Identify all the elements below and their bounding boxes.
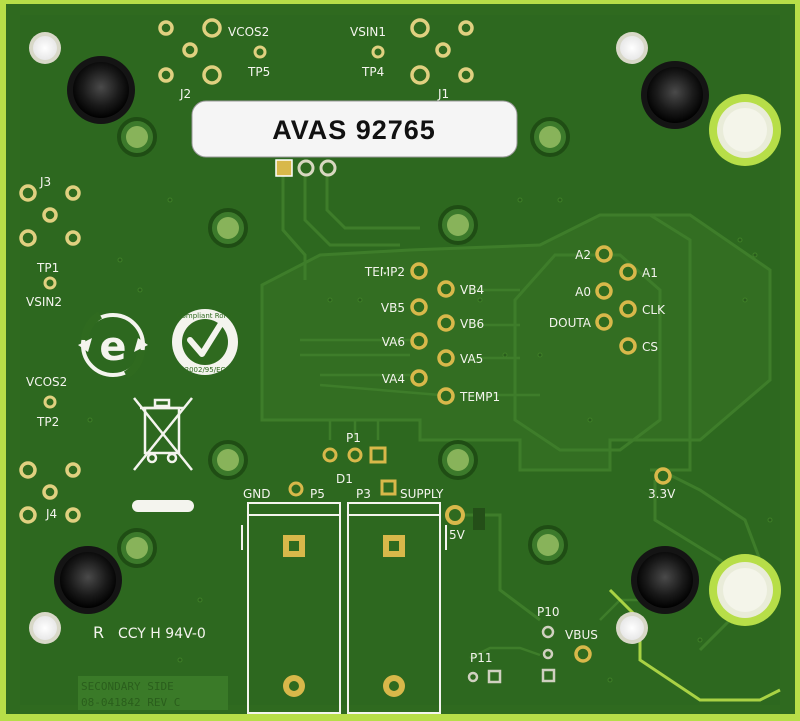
- pin-label: TEMP1: [459, 390, 500, 404]
- rubber-foot: [67, 56, 135, 124]
- connector-j4: [19, 461, 81, 524]
- pin-label: DOUTA: [549, 316, 592, 330]
- testpoint-label: TP5: [247, 65, 270, 79]
- e-logo-letter: e: [99, 324, 126, 370]
- board-label-text: AVAS 92765: [272, 115, 436, 145]
- test-point-vbus: [574, 645, 592, 663]
- pin-label: A1: [642, 266, 658, 280]
- pin-label: A0: [575, 285, 591, 299]
- net-label: VCOS2: [228, 25, 269, 39]
- ref-label: P5: [310, 487, 325, 501]
- pin-label: VA6: [382, 335, 405, 349]
- connector-j3: [19, 184, 81, 247]
- ref-label: P1: [346, 431, 361, 445]
- mounting-hole: [29, 32, 61, 64]
- ref-label: P3: [356, 487, 371, 501]
- net-label: VCOS2: [26, 375, 67, 389]
- ul-mark-letter: R: [93, 623, 104, 642]
- gnd-label: GND: [243, 487, 271, 501]
- pin-label: VA4: [382, 372, 405, 386]
- terminal-block-gnd: [241, 502, 341, 714]
- test-point-3v3: [654, 467, 672, 485]
- connector-label: J1: [437, 87, 449, 101]
- part-number-label: 08-041842 REV C: [81, 696, 180, 709]
- e-waste-logo: e: [78, 311, 148, 379]
- mounting-hole: [616, 32, 648, 64]
- mounting-hole: [29, 612, 61, 644]
- weee-bar: [132, 500, 194, 512]
- ref-label: D1: [336, 472, 353, 486]
- ref-label: P10: [537, 605, 560, 619]
- rubber-foot: [631, 546, 699, 614]
- test-point-tp5: [253, 45, 267, 59]
- secondary-side-label: SECONDARY SIDE: [81, 680, 174, 693]
- ul-mark-icon: R: [93, 623, 104, 642]
- weee-bin-icon: [133, 397, 193, 471]
- board-label: AVAS 92765: [191, 100, 518, 158]
- pin-label: CLK: [642, 303, 666, 317]
- testpoint-label: TP4: [361, 65, 384, 79]
- header-serial-pins: [595, 245, 637, 355]
- pad-p11: [467, 671, 479, 683]
- nylon-screw: [709, 554, 781, 626]
- vbus-label: VBUS: [565, 628, 598, 642]
- pin-label: CS: [642, 340, 658, 354]
- connector-j1: [410, 18, 474, 85]
- nylon-screw: [709, 94, 781, 166]
- rubber-foot: [641, 61, 709, 129]
- pad-p5: [288, 481, 304, 497]
- pin-label: VB4: [460, 283, 484, 297]
- secondary-side-block: [78, 676, 228, 710]
- voltage-label: 3.3V: [648, 487, 676, 501]
- rubber-foot: [54, 546, 122, 614]
- terminal-block-supply: [347, 502, 447, 714]
- pad-p10-sq: [541, 668, 556, 683]
- connector-j2: [158, 18, 222, 85]
- test-point-tp2: [43, 395, 57, 409]
- voltage-label: 5V: [449, 528, 466, 542]
- rohs-text: Compliant RoHS: [177, 312, 234, 320]
- test-point-tp1: [43, 276, 57, 290]
- pad-p10-2: [542, 648, 554, 660]
- ref-label: P11: [470, 651, 493, 665]
- connector-label: J2: [179, 87, 191, 101]
- test-point-tp4: [371, 45, 385, 59]
- pad-p11-sq: [487, 669, 502, 684]
- header-p1: [322, 446, 387, 464]
- mounting-hole: [616, 612, 648, 644]
- header-3pin: [275, 159, 337, 177]
- pad-p3: [380, 479, 397, 496]
- rohs-text-2: 2002/95/EC: [185, 366, 226, 374]
- test-point-5v: [445, 505, 465, 525]
- testpoint-label: TP2: [36, 415, 59, 429]
- connector-label: J4: [45, 507, 57, 521]
- pad-p10: [541, 625, 555, 639]
- pin-label: A2: [575, 248, 591, 262]
- net-label: VSIN1: [350, 25, 386, 39]
- pin-label: VB5: [381, 301, 405, 315]
- connector-label: J3: [39, 175, 51, 189]
- rohs-logo: Compliant RoHS 2002/95/EC: [172, 309, 238, 375]
- header-left-pins: [410, 262, 455, 405]
- net-label: VSIN2: [26, 295, 62, 309]
- rating-label: CCY H 94V-0: [118, 626, 206, 642]
- supply-label: SUPPLY: [400, 487, 444, 501]
- testpoint-label: TP1: [36, 261, 59, 275]
- pin-label: VA5: [460, 352, 483, 366]
- pin-label: VB6: [460, 317, 484, 331]
